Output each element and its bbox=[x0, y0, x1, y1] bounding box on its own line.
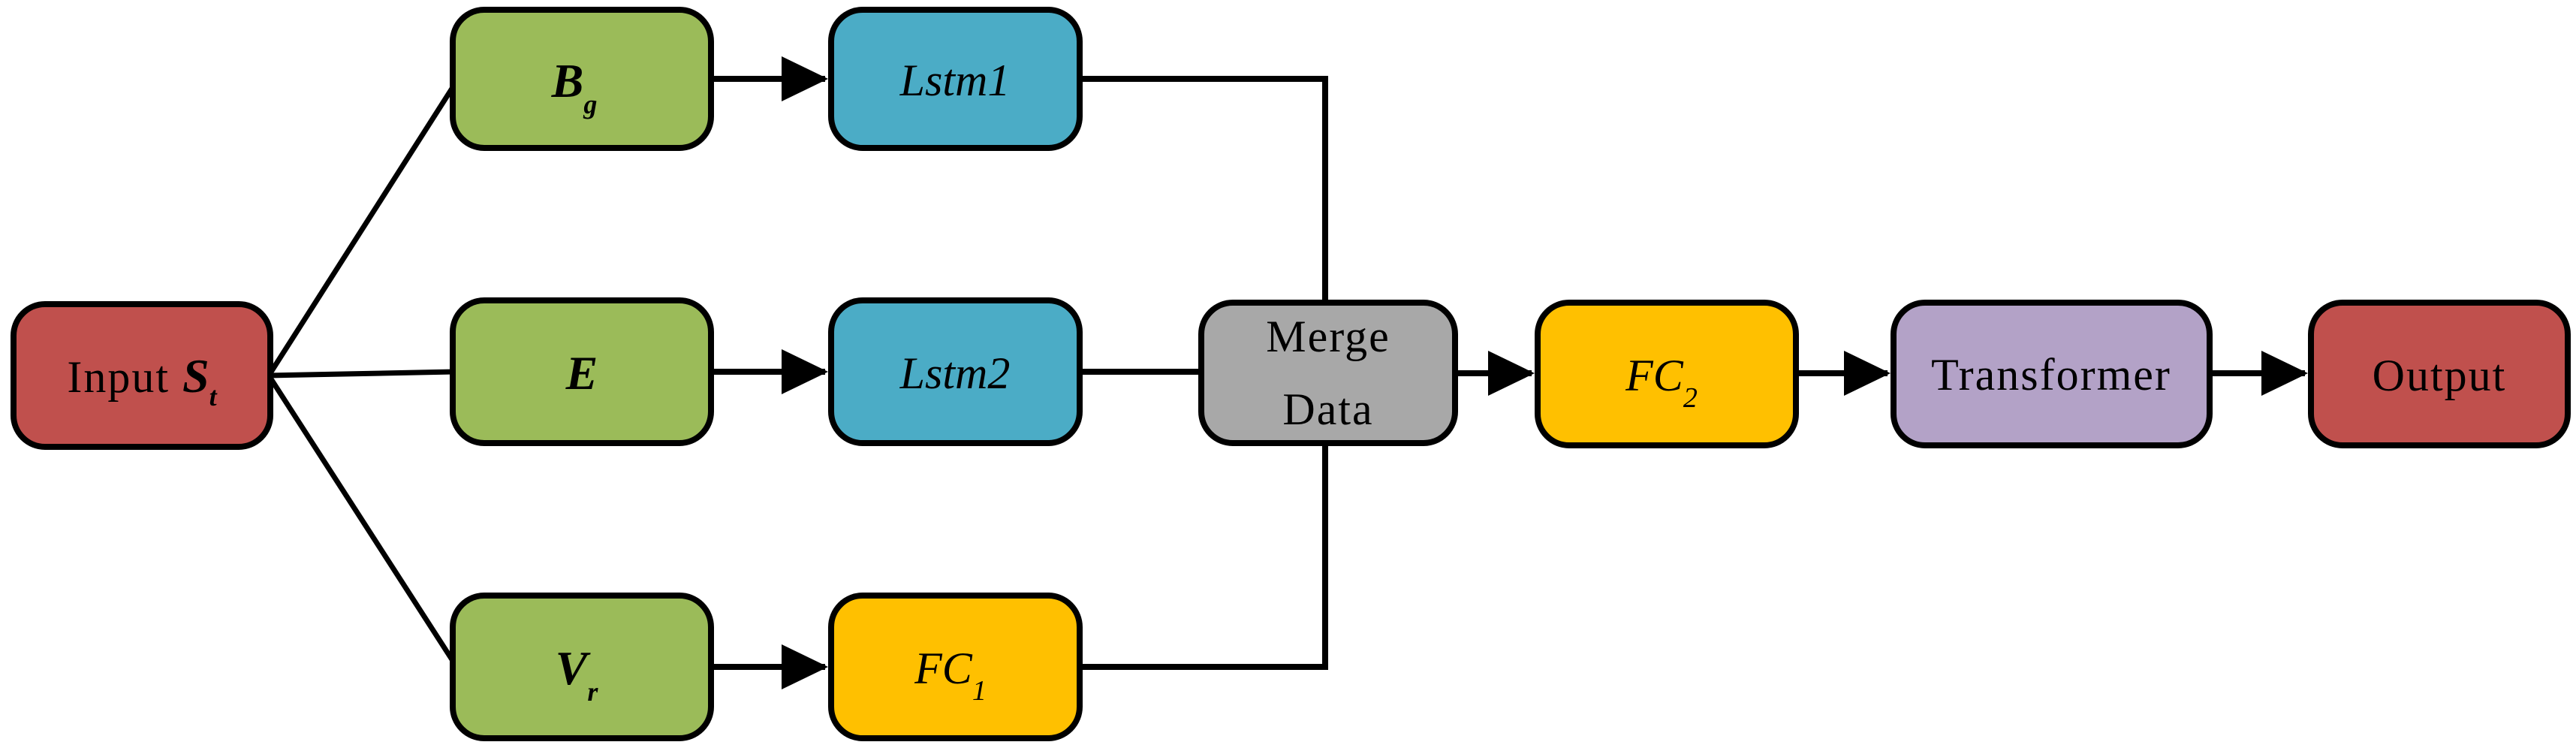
edge-input-to-v bbox=[267, 374, 458, 667]
node-fc2-label: FC2 bbox=[1625, 351, 1698, 414]
node-v-label: Vr bbox=[556, 641, 599, 707]
node-e-label: E bbox=[565, 346, 598, 400]
node-fc1-box bbox=[828, 593, 1083, 741]
node-fc2-subscript: 2 bbox=[1683, 382, 1698, 414]
node-output-box bbox=[2308, 300, 2571, 448]
node-output-label: Output bbox=[2373, 351, 2507, 400]
edge-input-to-e bbox=[268, 369, 455, 379]
node-input-label: Input St bbox=[67, 349, 217, 412]
node-lstm1-label: Lstm1 bbox=[899, 56, 1011, 105]
node-v-box bbox=[450, 593, 714, 741]
node-lstm2-box bbox=[828, 297, 1083, 446]
node-fc1-subscript: 1 bbox=[972, 675, 987, 707]
edge-lstm1-to-merge bbox=[1080, 76, 1328, 306]
node-merge-box bbox=[1198, 300, 1458, 446]
node-merge-label-line2: Data bbox=[1282, 385, 1373, 434]
node-input-subscript: t bbox=[209, 382, 218, 412]
node-fc2-box bbox=[1535, 300, 1799, 448]
node-b-label: Bg bbox=[551, 54, 598, 119]
node-input-box bbox=[11, 301, 273, 450]
node-transformer-box bbox=[1891, 300, 2213, 448]
node-b-box bbox=[450, 7, 714, 151]
node-b-subscript: g bbox=[583, 89, 597, 119]
node-fc1-label: FC1 bbox=[914, 644, 987, 707]
node-e-box bbox=[450, 297, 714, 446]
node-lstm1-box bbox=[828, 7, 1083, 151]
node-transformer-label: Transformer bbox=[1931, 350, 2171, 400]
edge-fc1-to-merge bbox=[1080, 440, 1328, 670]
edge-input-to-b bbox=[267, 81, 458, 377]
node-merge-label-line1: Merge bbox=[1266, 312, 1390, 361]
node-lstm2-label: Lstm2 bbox=[899, 348, 1011, 398]
node-v-subscript: r bbox=[587, 677, 598, 707]
